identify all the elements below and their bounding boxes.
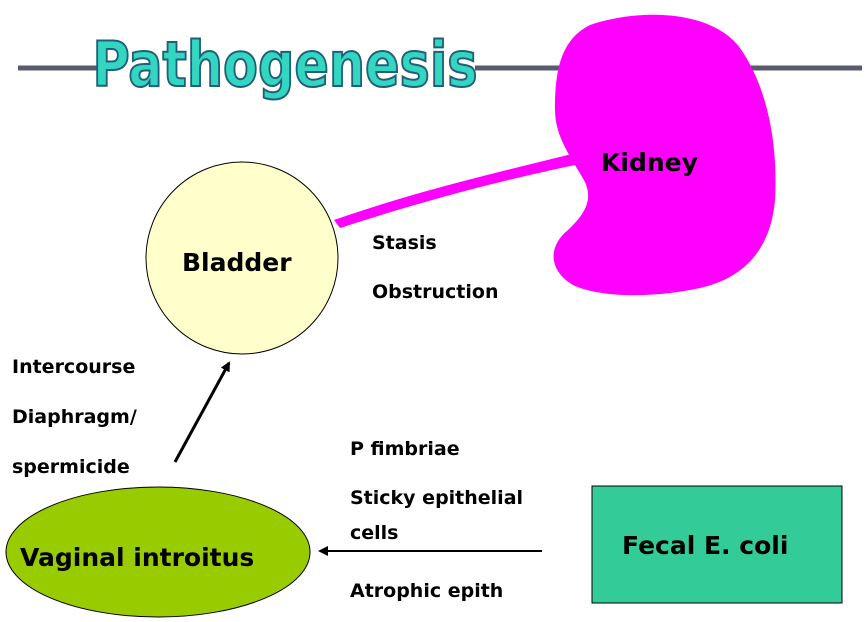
note-stasis: Stasis [372, 234, 437, 253]
note-cells: cells [350, 524, 398, 543]
fecal-ecoli-label: Fecal E. coli [622, 533, 788, 558]
note-p-fimbriae: P fimbriae [350, 440, 460, 459]
note-sticky-epithelial: Sticky epithelial [350, 489, 523, 508]
note-atrophic-epith: Atrophic epith [350, 582, 503, 601]
kidney-label: Kidney [601, 150, 698, 175]
note-diaphragm: Diaphragm/ [12, 408, 137, 427]
arrow-introitus-to-bladder [175, 363, 229, 462]
bladder-label: Bladder [182, 250, 292, 275]
note-spermicide: spermicide [12, 458, 130, 477]
diagram-title: Pathogenesis [93, 28, 478, 101]
note-intercourse: Intercourse [12, 358, 135, 377]
ureter-shape [334, 150, 590, 228]
vaginal-introitus-label: Vaginal introitus [20, 545, 254, 570]
note-obstruction: Obstruction [372, 283, 498, 302]
